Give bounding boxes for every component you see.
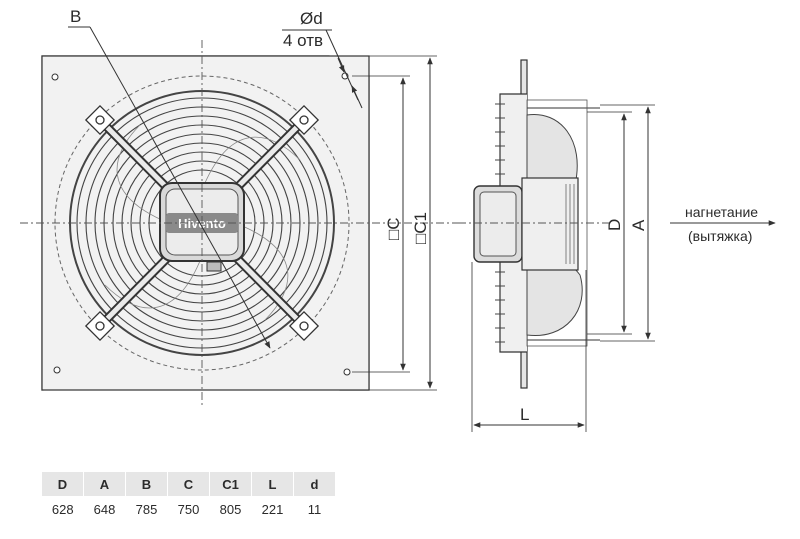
front-view: Hivento B Ød 4 отв □C □C1 [20, 7, 460, 405]
side-view: D A L нагнетание (вытяжка) [458, 59, 776, 432]
spec-value-c: 750 [177, 501, 200, 517]
spec-header-d: D [42, 472, 84, 496]
label-d: D [605, 219, 624, 231]
label-a: A [629, 219, 648, 231]
label-c: □C [384, 217, 403, 240]
label-hole-dia: Ød [300, 9, 323, 28]
spec-value-row: 628 648 785 750 805 221 11 [42, 496, 336, 522]
b-leader [89, 26, 271, 349]
spec-value-b: 785 [135, 501, 158, 517]
fan-blades [104, 124, 301, 321]
flow-label-1: нагнетание [685, 204, 758, 220]
spec-value-l: 221 [261, 501, 284, 517]
strut-brackets [84, 104, 320, 342]
spec-header-row: D A B C C1 L d [42, 472, 336, 496]
spec-header-b: B [125, 472, 168, 496]
spec-value-d: 628 [51, 501, 74, 517]
mount-hole-br [343, 368, 351, 376]
flow-label-2: (вытяжка) [688, 228, 752, 244]
mount-hole-bl [53, 366, 61, 374]
spec-header-l: L [251, 472, 294, 496]
spec-table: D A B C C1 L d 628 648 785 750 805 221 1… [42, 472, 336, 522]
mount-hole-tl [51, 73, 59, 81]
spec-header-c: C [167, 472, 210, 496]
label-l: L [520, 405, 529, 424]
label-c1: □C1 [411, 212, 430, 244]
bolt-circle [54, 75, 350, 371]
side-grill [495, 103, 505, 343]
label-b: B [70, 7, 81, 26]
label-hole-count: 4 отв [283, 31, 323, 50]
spec-header-a: A [83, 472, 126, 496]
spec-header-c1: C1 [209, 472, 252, 496]
spec-value-dd: 11 [307, 501, 322, 517]
spec-value-c1: 805 [219, 501, 242, 517]
spec-header-dd: d [293, 472, 336, 496]
spec-value-a: 648 [93, 501, 116, 517]
